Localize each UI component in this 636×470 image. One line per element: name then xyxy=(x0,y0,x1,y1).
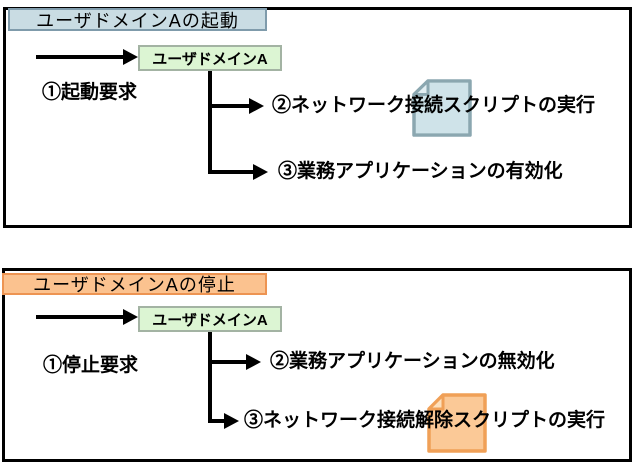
step1-label: ②ネットワーク接続スクリプトの実行 xyxy=(272,95,596,116)
connector-line xyxy=(208,331,212,423)
document-fold-shape xyxy=(427,393,445,411)
step2-label: ③業務アプリケーションの有効化 xyxy=(278,161,563,182)
arrow-head-icon xyxy=(224,413,239,429)
script-document-icon xyxy=(427,393,487,453)
step1-label: ②業務アプリケーションの無効化 xyxy=(270,351,555,372)
arrow-head-icon xyxy=(123,309,138,325)
arrow-head-icon xyxy=(253,164,268,180)
step2-label: ③ネットワーク接続解除スクリプトの実行 xyxy=(244,410,606,431)
shutdown-outer-box xyxy=(2,268,632,462)
arrow-shaft xyxy=(36,55,123,59)
arrow-shaft xyxy=(208,170,253,174)
step2-branch-arrow xyxy=(208,412,239,430)
arrow-head-icon xyxy=(246,354,261,370)
arrow-shaft xyxy=(36,315,123,319)
step1-branch-arrow xyxy=(208,353,261,371)
arrow-shaft xyxy=(208,360,246,364)
startup-request-label: ①起動要求 xyxy=(42,82,138,103)
shutdown-section: ユーザドメインAの停止 ①停止要求 ユーザドメインA ②業務アプリケーションの無… xyxy=(0,261,636,470)
startup-outer-box xyxy=(3,7,632,228)
shutdown-request-label: ①停止要求 xyxy=(43,355,139,376)
arrow-shaft xyxy=(208,419,224,423)
step1-branch-arrow xyxy=(208,97,264,115)
startup-section: ユーザドメインAの起動 ①起動要求 ユーザドメインA ②ネットワーク接続スクリプ… xyxy=(3,7,632,228)
domain-box: ユーザドメインA xyxy=(138,306,282,332)
domain-box: ユーザドメインA xyxy=(138,45,282,71)
connector-line xyxy=(208,70,212,174)
step2-branch-arrow xyxy=(208,163,268,181)
startup-section-title: ユーザドメインAの起動 xyxy=(8,8,267,31)
shutdown-request-arrow xyxy=(36,308,138,326)
arrow-shaft xyxy=(208,104,249,108)
shutdown-section-title: ユーザドメインAの停止 xyxy=(2,273,267,295)
script-document-icon xyxy=(412,79,472,137)
document-fold-shape xyxy=(412,79,430,96)
startup-request-arrow xyxy=(36,48,138,66)
arrow-head-icon xyxy=(249,98,264,114)
arrow-head-icon xyxy=(123,49,138,65)
